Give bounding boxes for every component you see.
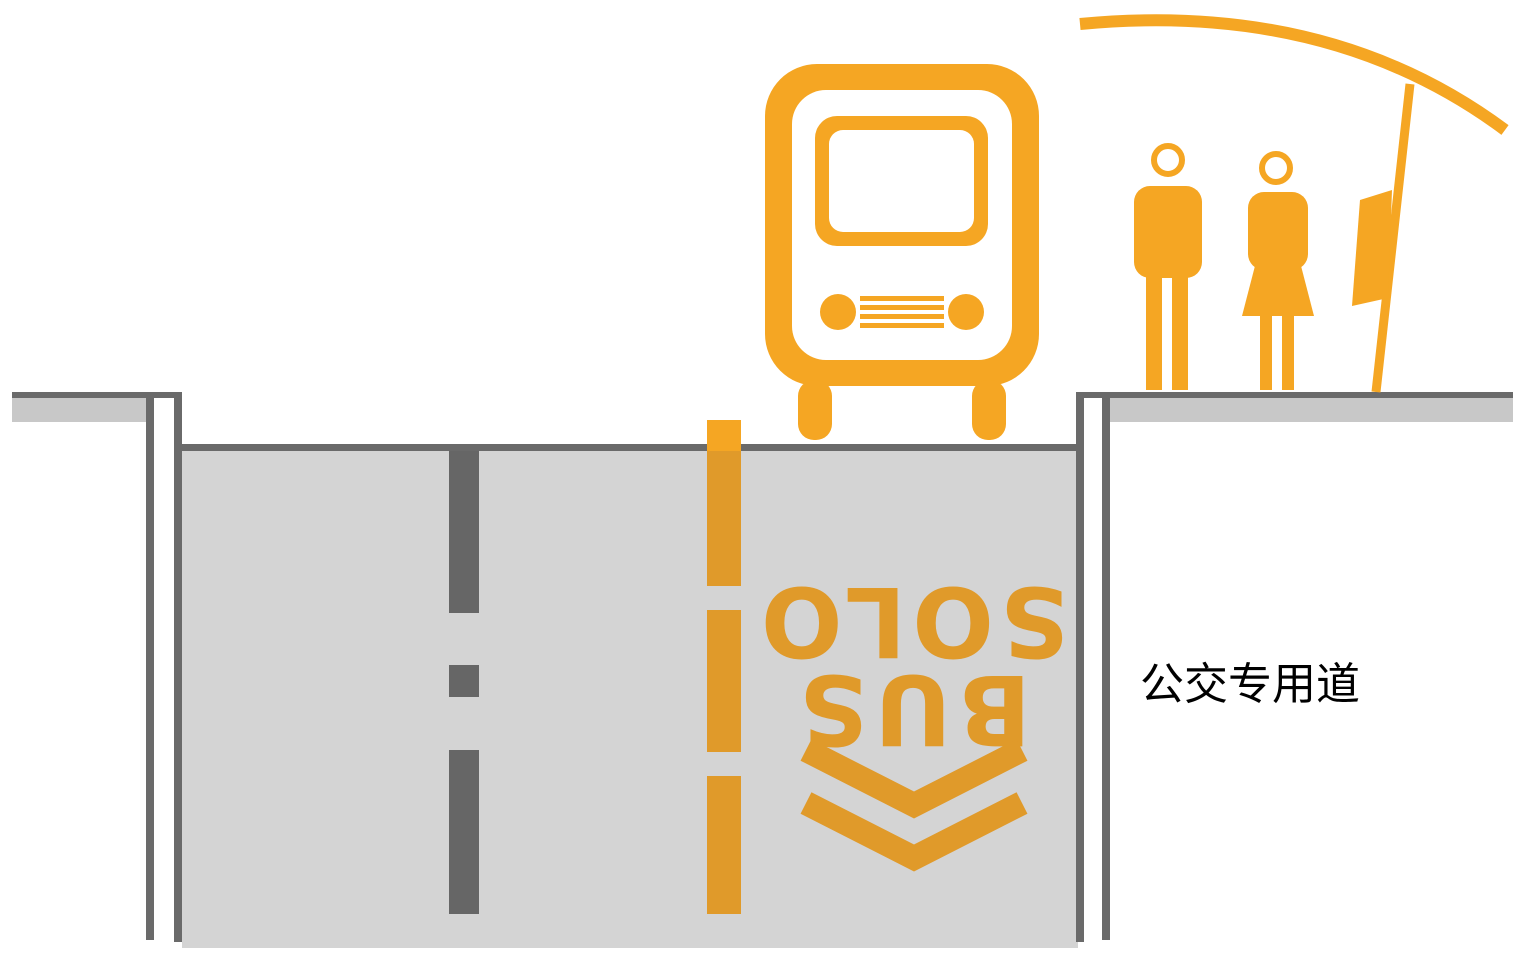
road-top-edge xyxy=(182,444,1080,451)
lane-divider-grey xyxy=(449,451,479,914)
left-sidewalk xyxy=(12,392,182,942)
bus-lane-caption: 公交专用道 xyxy=(1140,648,1360,712)
road-marking-line-solo: SOLO xyxy=(755,565,1069,677)
road-marking-text: BUS SOLO xyxy=(755,565,1069,765)
woman-icon xyxy=(1242,154,1314,390)
bus-front-icon xyxy=(765,64,1039,440)
man-icon xyxy=(1134,146,1202,390)
bus-lane-separator xyxy=(707,420,741,914)
